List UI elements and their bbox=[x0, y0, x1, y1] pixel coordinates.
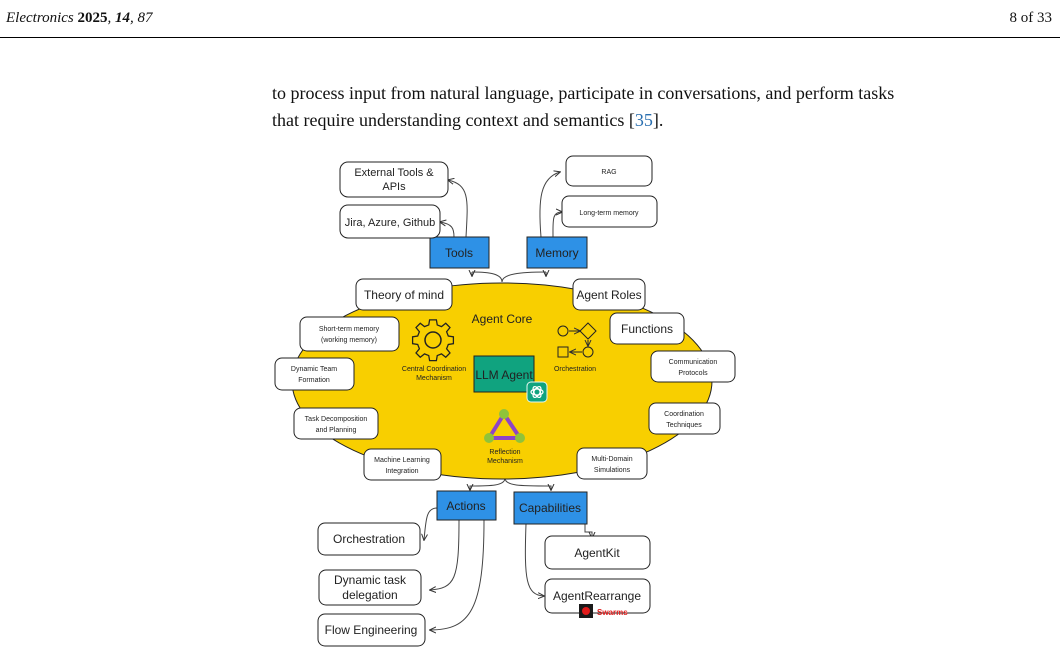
agentkit-box[interactable]: AgentKit bbox=[544, 535, 651, 570]
swarms-logo: Swarms bbox=[579, 604, 628, 618]
page-header: Electronics 2025, 14, 87 8 of 33 bbox=[0, 0, 1060, 38]
coordination-techniques-box[interactable]: Coordination Techniques bbox=[648, 402, 721, 435]
actions-hub[interactable]: Actions bbox=[436, 490, 497, 521]
page-number: 8 of 33 bbox=[1009, 10, 1053, 26]
gear-icon bbox=[411, 319, 455, 362]
short-term-memory-line-1: Short-term memory bbox=[319, 326, 380, 333]
agent-roles-label: Agent Roles bbox=[576, 288, 641, 302]
machine-learning-line-2: Integration bbox=[385, 468, 418, 475]
orchestration-icon-label: Orchestration bbox=[554, 366, 596, 373]
journal-volume: 14 bbox=[115, 10, 131, 26]
multi-domain-line-1: Multi-Domain bbox=[591, 456, 632, 463]
paragraph-line-2: that require understanding context and s… bbox=[272, 107, 1056, 134]
orchestration-action-box[interactable]: Orchestration bbox=[317, 522, 421, 556]
functions-box[interactable]: Functions bbox=[609, 312, 685, 345]
long-term-memory-box[interactable]: Long-term memory bbox=[561, 195, 658, 228]
dynamic-task-delegation-box[interactable]: Dynamic task delegation bbox=[318, 569, 422, 606]
body-paragraph: to process input from natural language, … bbox=[272, 80, 1056, 134]
dynamic-task-line-2: delegation bbox=[342, 588, 397, 602]
paragraph-line-2-text: that require understanding context and s… bbox=[272, 110, 635, 130]
multi-domain-line-2: Simulations bbox=[594, 467, 631, 474]
coordination-line-1: Coordination bbox=[664, 411, 704, 418]
theory-of-mind-label: Theory of mind bbox=[364, 288, 444, 302]
openai-logo-icon bbox=[526, 381, 548, 403]
actions-hub-label: Actions bbox=[446, 499, 485, 513]
jira-azure-github-label: Jira, Azure, Github bbox=[345, 217, 436, 229]
rag-box[interactable]: RAG bbox=[565, 155, 653, 187]
connector-lines bbox=[424, 172, 592, 630]
orchestration-flow-icon bbox=[557, 322, 597, 358]
coordination-line-2: Techniques bbox=[666, 422, 702, 429]
memory-hub-label: Memory bbox=[535, 246, 578, 260]
external-tools-box[interactable]: External Tools & APIs bbox=[339, 161, 449, 198]
multi-domain-simulations-box[interactable]: Multi-Domain Simulations bbox=[576, 447, 648, 480]
swarms-logo-text: Swarms bbox=[597, 608, 628, 617]
task-decomposition-line-2: and Planning bbox=[316, 427, 357, 434]
dynamic-task-line-1: Dynamic task bbox=[334, 573, 407, 587]
journal-reference: Electronics 2025, 14, 87 bbox=[6, 10, 153, 26]
machine-learning-line-1: Machine Learning bbox=[374, 457, 430, 464]
flow-engineering-box[interactable]: Flow Engineering bbox=[317, 613, 426, 647]
capabilities-hub[interactable]: Capabilities bbox=[513, 491, 588, 525]
external-tools-line-1: External Tools & bbox=[354, 167, 434, 179]
long-term-memory-label: Long-term memory bbox=[579, 210, 639, 217]
reflection-triangle-icon bbox=[484, 409, 525, 443]
agent-roles-box[interactable]: Agent Roles bbox=[572, 278, 646, 311]
theory-of-mind-box[interactable]: Theory of mind bbox=[355, 278, 453, 311]
swarms-logo-icon bbox=[582, 607, 590, 615]
agentrearrange-box[interactable]: AgentRearrange bbox=[544, 578, 651, 614]
reflection-line-1: Reflection bbox=[489, 449, 520, 456]
paragraph-line-1: to process input from natural language, … bbox=[272, 83, 895, 103]
dynamic-team-line-1: Dynamic Team bbox=[291, 366, 337, 373]
communication-line-1: Communication bbox=[669, 359, 718, 366]
journal-name: Electronics bbox=[6, 10, 74, 26]
llm-agent-box[interactable] bbox=[473, 355, 535, 393]
machine-learning-box[interactable]: Machine Learning Integration bbox=[363, 448, 442, 481]
journal-year: 2025 bbox=[77, 10, 108, 26]
central-mechanism-line-2: Mechanism bbox=[416, 375, 452, 382]
orchestration-action-label: Orchestration bbox=[333, 532, 405, 546]
communication-line-2: Protocols bbox=[678, 370, 708, 377]
dynamic-team-formation-box[interactable]: Dynamic Team Formation bbox=[274, 357, 355, 391]
reflection-line-2: Mechanism bbox=[487, 458, 523, 465]
external-tools-line-2: APIs bbox=[382, 181, 406, 193]
short-term-memory-box[interactable]: Short-term memory (working memory) bbox=[299, 316, 400, 352]
paragraph-line-2-end: ]. bbox=[652, 110, 664, 130]
short-term-memory-line-2: (working memory) bbox=[321, 337, 377, 344]
tools-hub-label: Tools bbox=[445, 246, 473, 260]
jira-azure-github-box[interactable]: Jira, Azure, Github bbox=[339, 204, 441, 239]
agentkit-label: AgentKit bbox=[574, 546, 620, 560]
llm-agent-label: LLM Agent bbox=[475, 368, 533, 382]
flow-engineering-label: Flow Engineering bbox=[325, 623, 418, 637]
citation-link[interactable]: 35 bbox=[634, 110, 653, 130]
journal-article: 87 bbox=[137, 10, 153, 26]
header-rule bbox=[0, 37, 1060, 38]
central-mechanism-line-1: Central Coordination bbox=[402, 366, 466, 373]
task-decomposition-line-1: Task Decomposition bbox=[305, 416, 368, 423]
tools-hub[interactable]: Tools bbox=[429, 236, 490, 269]
communication-protocols-box[interactable]: Communication Protocols bbox=[650, 350, 736, 383]
dynamic-team-line-2: Formation bbox=[298, 377, 330, 384]
rag-label: RAG bbox=[601, 169, 616, 176]
memory-hub[interactable]: Memory bbox=[526, 236, 588, 269]
agent-core-label: Agent Core bbox=[472, 312, 533, 326]
agentrearrange-label: AgentRearrange bbox=[553, 589, 641, 603]
functions-label: Functions bbox=[621, 322, 673, 336]
task-decomposition-box[interactable]: Task Decomposition and Planning bbox=[293, 407, 379, 440]
capabilities-hub-label: Capabilities bbox=[519, 501, 581, 515]
